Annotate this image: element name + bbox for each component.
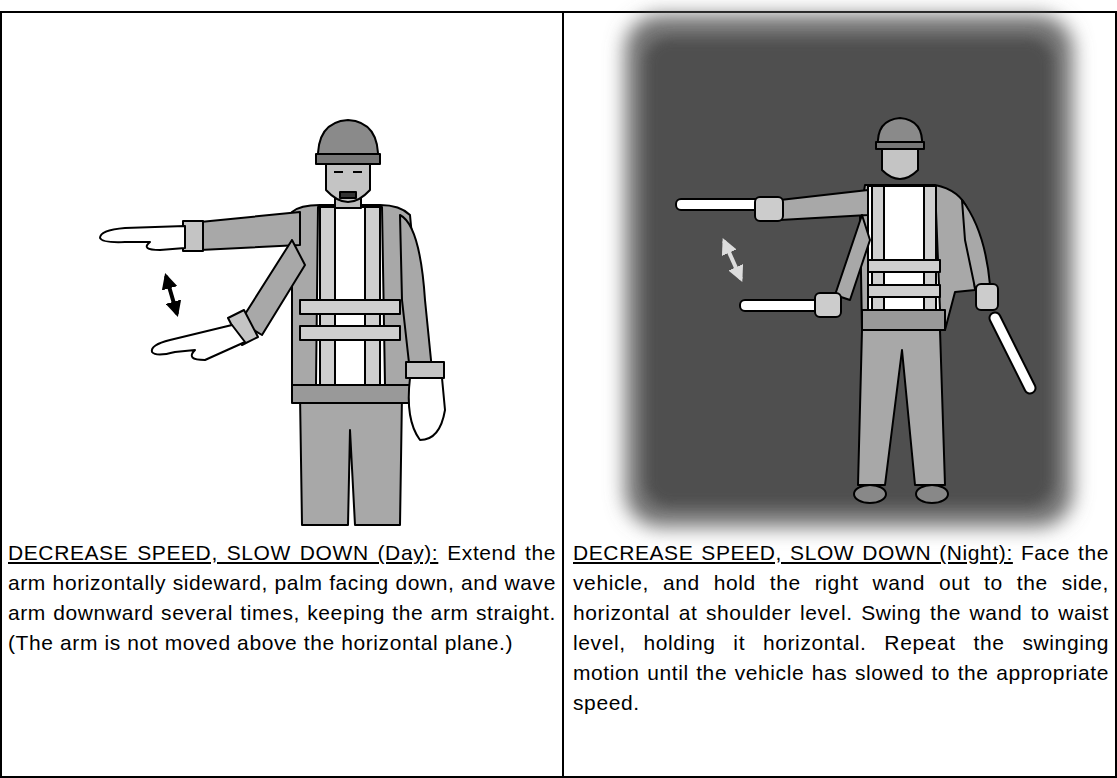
night-signaller-figure [868,285,940,297]
night-signaller-figure [780,190,868,220]
night-signaller-figure [860,185,975,330]
day-signaller-figure [300,300,400,314]
motion-arrow [724,241,741,279]
day-signaller-figure [320,207,335,385]
day-signaller-figure [340,192,356,198]
sheet-frame [1,12,1116,778]
night-signaller-figure [676,199,764,210]
caption-box: DECREASE SPEED, SLOW DOWN (Day): Extend … [8,538,556,658]
night-backdrop [625,15,1073,527]
day-signaller-figure [300,395,402,525]
day-signaller-figure [316,207,385,385]
night-backdrop [625,15,1073,527]
signal-description: Face the vehicle, and hold the right wan… [573,541,1109,714]
night-signaller-figure [755,197,783,221]
night-signaller-figure [676,118,1030,503]
night-signaller-figure [868,260,940,272]
day-signaller-figure [409,378,445,440]
day-signaller-figure [300,326,400,340]
night-signaller-figure [876,142,924,149]
night-signaller-figure [962,200,990,288]
night-signaller-figure [862,310,945,330]
night-signaller-figure [995,318,1030,388]
day-signaller-figure [200,212,300,250]
night-signaller-figure [815,293,841,317]
signal-heading: DECREASE SPEED, SLOW DOWN (Night): [573,541,1013,564]
day-signaller-figure [100,120,445,525]
night-signaller-figure [868,186,940,310]
night-signaller-figure [854,485,886,503]
day-signaller-figure [292,205,418,400]
night-backdrop [645,38,1053,506]
day-signaller-figure [365,207,380,385]
day-signaller-figure [334,171,362,173]
motion-arrow [166,276,177,314]
night-signaller-figure [995,318,1030,388]
sheet-frame [1,12,1116,777]
night-signaller-figure [882,145,918,179]
day-signaller-figure [152,325,245,360]
motion-arrow [166,276,177,314]
day-signaller-figure [400,215,432,372]
day-signaller-figure [100,226,185,250]
night-signaller-figure [976,284,998,310]
sheet-frame [562,12,564,778]
night-signaller-figure [916,485,948,503]
day-signaller-figure [292,385,412,403]
motion-arrow [724,241,741,279]
day-signaller-figure [316,154,380,164]
caption-box: DECREASE SPEED, SLOW DOWN (Night): Face … [573,538,1109,718]
night-signaller-figure [858,330,945,485]
night-signaller-figure [835,215,870,300]
signal-heading: DECREASE SPEED, SLOW DOWN (Day): [8,541,438,564]
day-signaller-figure [406,362,444,378]
